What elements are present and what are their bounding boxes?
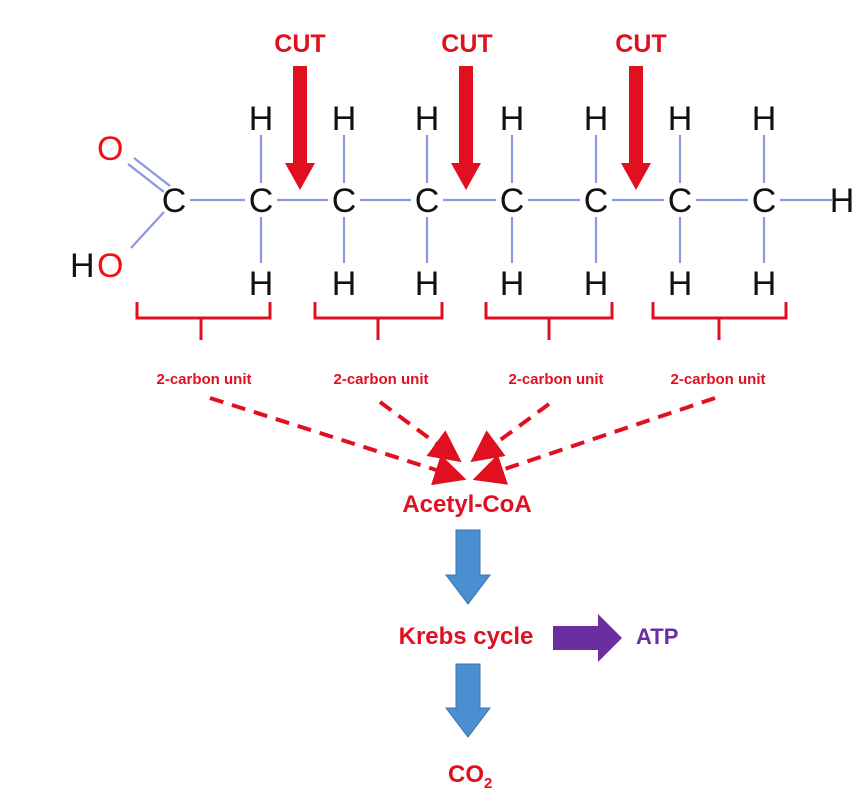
hydrogen-atom: H xyxy=(249,265,274,303)
bracket-icon xyxy=(484,302,614,340)
hydrogen-atom: H xyxy=(500,100,525,138)
hydrogen-atom: H xyxy=(332,265,357,303)
hydrogen-atom: H xyxy=(668,100,693,138)
hydrogen-atom: H xyxy=(668,265,693,303)
dashed-arrow-icon xyxy=(378,400,462,463)
unit-labels: 2-carbon unit 2-carbon unit 2-carbon uni… xyxy=(156,371,765,388)
co2-main: CO xyxy=(448,761,484,788)
two-carbon-unit-label: 2-carbon unit xyxy=(333,371,428,388)
terminal-hydrogen: H xyxy=(830,182,855,220)
carbon-atom: C xyxy=(162,182,187,220)
carbon-atom: C xyxy=(584,182,609,220)
dashed-arrow-icon xyxy=(209,396,467,486)
dashed-arrow-icon xyxy=(470,402,551,463)
double-bond xyxy=(133,157,171,187)
carbon-atom: C xyxy=(249,182,274,220)
co2-subscript: 2 xyxy=(484,775,492,792)
two-carbon-unit-label: 2-carbon unit xyxy=(156,371,251,388)
bracket-icon xyxy=(135,302,272,340)
bracket-icon xyxy=(651,302,788,340)
hydrogen-atom: H xyxy=(752,100,777,138)
single-bond xyxy=(130,211,165,249)
hydrogen-atom: H xyxy=(500,265,525,303)
bonds xyxy=(127,135,832,263)
atp-label: ATP xyxy=(636,624,678,649)
krebs-cycle-label: Krebs cycle xyxy=(399,623,534,650)
carbon-atom: C xyxy=(415,182,440,220)
hydroxyl-hydrogen: H xyxy=(70,247,95,285)
hydroxyl-oxygen: O xyxy=(97,247,123,285)
double-bond xyxy=(127,163,165,193)
carbon-atom: C xyxy=(332,182,357,220)
cut-markers: CUT CUT CUT xyxy=(274,30,667,190)
unit-brackets xyxy=(135,302,788,340)
cut-label: CUT xyxy=(441,30,492,58)
oxygen-atom: O xyxy=(97,130,123,168)
hydrogen-atom: H xyxy=(332,100,357,138)
acetyl-coa-label: Acetyl-CoA xyxy=(402,491,531,518)
hydrogen-atom: H xyxy=(415,100,440,138)
blue-down-arrow-icon xyxy=(444,529,492,605)
cut-label: CUT xyxy=(274,30,325,58)
hydrogen-atom: H xyxy=(584,265,609,303)
bracket-icon xyxy=(313,302,444,340)
cut-arrow-icon xyxy=(285,66,315,190)
cut-arrow-icon xyxy=(621,66,651,190)
carbon-atom: C xyxy=(500,182,525,220)
co2-label: CO2 xyxy=(448,761,492,792)
hydrogen-atom: H xyxy=(584,100,609,138)
two-carbon-unit-label: 2-carbon unit xyxy=(508,371,603,388)
cut-label: CUT xyxy=(615,30,666,58)
dashed-arrows xyxy=(209,396,716,486)
purple-right-arrow-icon xyxy=(553,614,622,662)
atoms: O H O C C C C C C C C H H H H H H H H H … xyxy=(70,100,854,303)
hydrogen-atom: H xyxy=(249,100,274,138)
hydrogen-atom: H xyxy=(415,265,440,303)
two-carbon-unit-label: 2-carbon unit xyxy=(670,371,765,388)
dashed-arrow-icon xyxy=(472,396,716,485)
carbon-atom: C xyxy=(668,182,693,220)
vertical-ch-bonds xyxy=(259,135,766,263)
hydrogen-atom: H xyxy=(752,265,777,303)
carbon-atom: C xyxy=(752,182,777,220)
blue-down-arrow-icon xyxy=(444,663,492,738)
cut-arrow-icon xyxy=(451,66,481,190)
